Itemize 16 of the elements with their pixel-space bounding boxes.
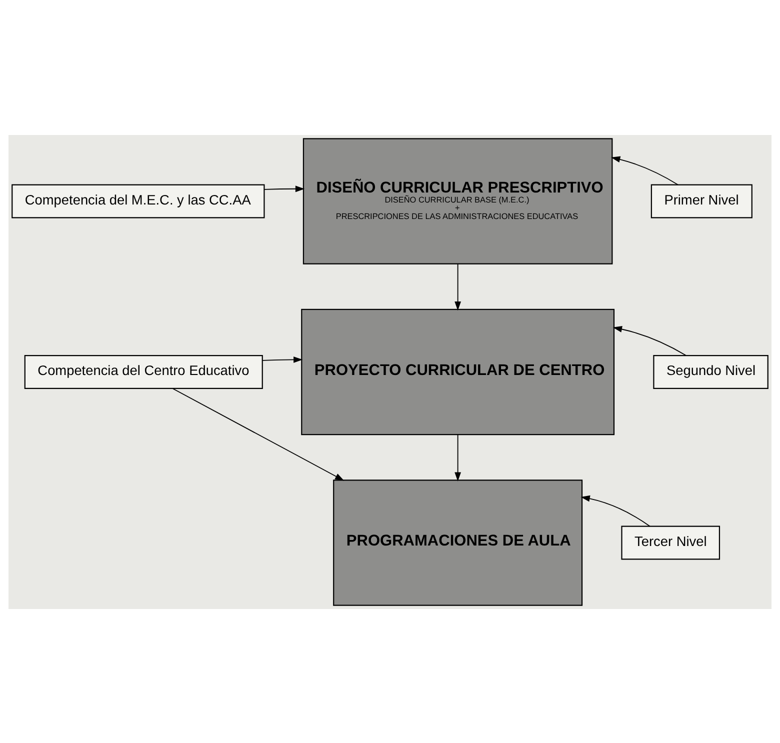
node-box: PROYECTO CURRICULAR DE CENTRO — [301, 308, 615, 435]
node-box: DISEÑO CURRICULAR PRESCRIPTIVO DISEÑO CURRICULAR BASE (M.E.C.) + PRESCRIPCIONES DE LAS ADMINISTRACIONES EDUCATIVAS — [302, 138, 613, 264]
arrow — [172, 388, 344, 480]
arrow — [264, 185, 305, 192]
node-box: Primer Nivel — [650, 184, 752, 218]
arrow — [454, 434, 462, 481]
arrow — [612, 326, 686, 356]
node-box: Competencia del Centro Educativo — [24, 354, 263, 388]
node-box: PROGRAMACIONES DE AULA — [333, 479, 583, 606]
node-box: Competencia del M.E.C. y las CC.AA — [12, 184, 265, 218]
arrow — [454, 262, 462, 310]
node-box: Tercer Nivel — [621, 525, 720, 560]
arrow — [611, 156, 678, 185]
arrow — [580, 494, 650, 526]
arrow — [262, 356, 303, 362]
node-box: Segundo Nivel — [653, 354, 768, 388]
